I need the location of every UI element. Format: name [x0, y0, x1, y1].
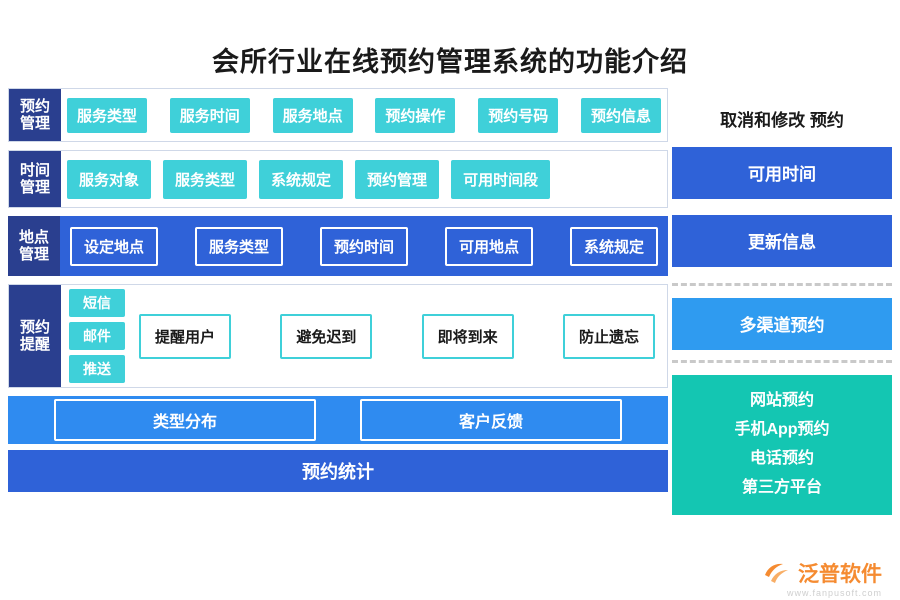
section-appointment-reminder: 预约 提醒 短信 邮件 推送 提醒用户 避免迟到 即将到来 防止遗忘 [8, 284, 668, 388]
chip-available-location[interactable]: 可用地点 [444, 226, 533, 266]
chip-available-timeslot[interactable]: 可用时间段 [451, 159, 551, 199]
section-items: 服务对象 服务类型 系统规定 预约管理 可用时间段 [61, 151, 667, 207]
label-line-1: 时间 [19, 161, 50, 179]
chip-prevent-forget[interactable]: 防止遗忘 [562, 313, 655, 359]
label-line-2: 提醒 [19, 336, 50, 353]
brand-logo-icon [762, 558, 792, 588]
chip-appointment-info[interactable]: 预约信息 [580, 97, 661, 133]
chip-coming-soon[interactable]: 即将到来 [421, 313, 514, 359]
left-column: 预约 管理 服务类型 服务时间 服务地点 预约操作 预约号码 预约信息 时间 管… [8, 88, 668, 492]
box-update-info[interactable]: 更新信息 [672, 214, 892, 267]
section-label-location-management: 地点 管理 [8, 216, 60, 276]
divider-dashed-top [672, 282, 892, 286]
channel-website[interactable]: 网站预约 [749, 392, 814, 410]
box-booking-channels: 网站预约 手机App预约 电话预约 第三方平台 [672, 374, 892, 515]
chip-service-object[interactable]: 服务对象 [67, 159, 152, 199]
reminder-channel-list: 短信 邮件 推送 [69, 289, 125, 383]
statistics-bar: 类型分布 客户反馈 [8, 396, 668, 444]
channel-mobile-app[interactable]: 手机App预约 [734, 421, 830, 439]
section-time-management: 时间 管理 服务对象 服务类型 系统规定 预约管理 可用时间段 [8, 150, 668, 208]
right-title-line-1: 取消和修改 [720, 111, 806, 130]
label-line-1: 预约 [19, 318, 50, 336]
section-items: 短信 邮件 推送 提醒用户 避免迟到 即将到来 防止遗忘 [61, 285, 667, 387]
watermark-url: www.fanpusoft.com [786, 588, 882, 598]
chip-push[interactable]: 推送 [69, 355, 125, 383]
chip-service-location[interactable]: 服务地点 [272, 97, 353, 133]
chip-avoid-late[interactable]: 避免迟到 [280, 313, 373, 359]
chip-email[interactable]: 邮件 [69, 322, 125, 350]
chip-type-distribution[interactable]: 类型分布 [54, 399, 316, 441]
right-column-title: 取消和修改 预约 [672, 110, 892, 133]
channel-third-party[interactable]: 第三方平台 [741, 478, 822, 496]
label-line-1: 预约 [19, 97, 50, 115]
label-line-1: 地点 [18, 228, 49, 246]
page-title: 会所行业在线预约管理系统的功能介绍 [212, 47, 688, 77]
chip-service-type[interactable]: 服务类型 [194, 226, 283, 266]
chip-system-rule[interactable]: 系统规定 [569, 226, 658, 266]
chip-service-time[interactable]: 服务时间 [169, 97, 250, 133]
chip-remind-user[interactable]: 提醒用户 [139, 313, 232, 359]
chip-system-rule[interactable]: 系统规定 [259, 159, 344, 199]
chip-set-location[interactable]: 设定地点 [70, 226, 159, 266]
chip-service-type[interactable]: 服务类型 [163, 159, 248, 199]
section-location-management: 地点 管理 设定地点 服务类型 预约时间 可用地点 系统规定 [8, 216, 668, 276]
reminder-purpose-list: 提醒用户 避免迟到 即将到来 防止遗忘 [139, 313, 661, 359]
chip-appointment-number[interactable]: 预约号码 [478, 97, 559, 133]
box-available-time[interactable]: 可用时间 [672, 146, 892, 199]
section-label-appointment-management: 预约 管理 [9, 89, 61, 141]
section-items: 服务类型 服务时间 服务地点 预约操作 预约号码 预约信息 [61, 89, 667, 141]
box-multichannel-booking[interactable]: 多渠道预约 [672, 297, 892, 350]
right-column: 取消和修改 预约 可用时间 更新信息 多渠道预约 网站预约 手机App预约 电话… [672, 110, 892, 515]
channel-phone[interactable]: 电话预约 [749, 449, 814, 467]
right-title-line-2: 预约 [809, 111, 844, 130]
chip-sms[interactable]: 短信 [69, 289, 125, 317]
watermark: 泛普软件 [762, 558, 882, 588]
chip-appointment-time[interactable]: 预约时间 [319, 226, 408, 266]
section-items: 设定地点 服务类型 预约时间 可用地点 系统规定 [60, 216, 668, 276]
section-appointment-management: 预约 管理 服务类型 服务时间 服务地点 预约操作 预约号码 预约信息 [8, 88, 668, 142]
chip-appointment-operation[interactable]: 预约操作 [375, 97, 456, 133]
chip-appointment-management[interactable]: 预约管理 [355, 159, 440, 199]
watermark-text: 泛普软件 [798, 563, 882, 586]
chip-customer-feedback[interactable]: 客户反馈 [360, 399, 622, 441]
divider-dashed-bottom [672, 359, 892, 363]
statistics-footer: 预约统计 [8, 450, 668, 492]
label-line-2: 管理 [19, 179, 50, 196]
label-line-2: 管理 [19, 115, 50, 132]
chip-service-type[interactable]: 服务类型 [67, 97, 148, 133]
section-label-appointment-reminder: 预约 提醒 [9, 285, 61, 387]
section-label-time-management: 时间 管理 [9, 151, 61, 207]
label-line-2: 管理 [18, 246, 49, 263]
